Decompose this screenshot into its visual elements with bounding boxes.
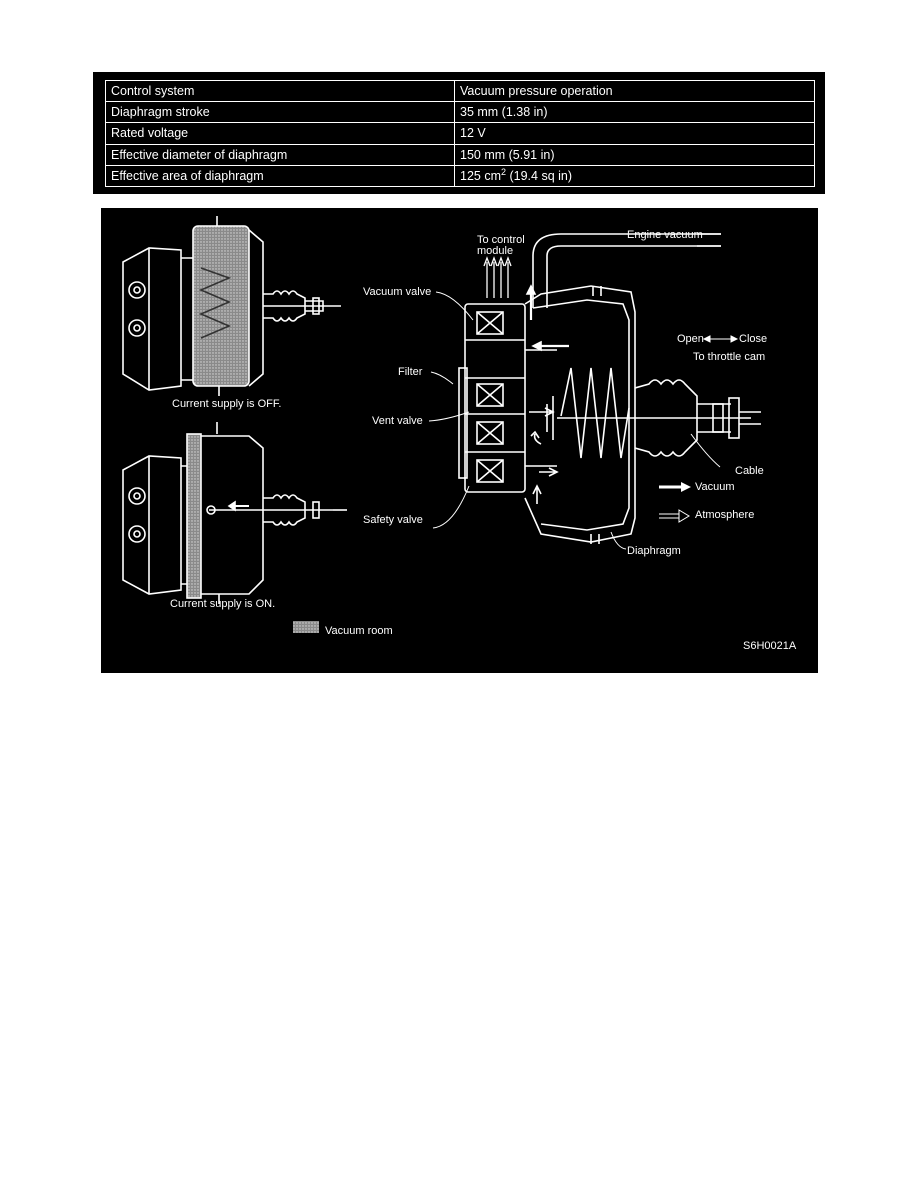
- spec-value-main: 125 cm: [460, 168, 501, 183]
- spec-label: Control system: [105, 79, 455, 103]
- label-atmosphere: Atmosphere: [695, 509, 755, 521]
- label-to-throttle-cam: To throttle cam: [693, 351, 766, 363]
- spec-table: Control system Vacuum pressure operation…: [105, 79, 815, 188]
- label-to-control-module-1: To control: [477, 234, 525, 246]
- spec-label: Rated voltage: [105, 122, 455, 145]
- caption-current-on: Current supply is ON.: [170, 598, 276, 610]
- spec-table-panel: Control system Vacuum pressure operation…: [93, 72, 825, 194]
- label-vent-valve: Vent valve: [372, 415, 423, 427]
- spec-label: Effective diameter of diaphragm: [105, 143, 455, 166]
- label-vacuum-valve: Vacuum valve: [363, 286, 432, 298]
- label-engine-vacuum: Engine vacuum: [627, 229, 703, 241]
- spec-value: 125 cm2 (19.4 sq in): [454, 164, 815, 188]
- spec-value: 150 mm (5.91 in): [454, 143, 815, 166]
- label-vacuum: Vacuum: [695, 481, 735, 493]
- caption-current-off: Current supply is OFF.: [172, 398, 282, 410]
- label-diaphragm: Diaphragm: [627, 545, 681, 557]
- label-cable: Cable: [735, 465, 764, 477]
- table-row: Control system Vacuum pressure operation: [105, 79, 815, 103]
- legend-vacuum-room: Vacuum room: [325, 625, 393, 637]
- figure-id: S6H0021A: [743, 640, 797, 652]
- spec-label: Effective area of diaphragm: [105, 164, 455, 188]
- actuator-on-drawing: [122, 422, 347, 604]
- main-actuator-drawing: [458, 233, 761, 544]
- label-open: Open: [677, 333, 704, 345]
- spec-value-tail: (19.4 sq in): [506, 168, 573, 183]
- spec-value: 35 mm (1.38 in): [454, 101, 815, 124]
- label-to-control-module-2: module: [477, 245, 514, 257]
- table-row: Rated voltage 12 V: [105, 122, 815, 145]
- legend-arrows: [659, 482, 691, 523]
- vacuum-room-swatch: [293, 621, 319, 633]
- leader-lines: [428, 291, 721, 550]
- actuator-figure: Current supply is OFF. Current supply is…: [101, 208, 818, 673]
- label-close: Close: [739, 333, 768, 345]
- actuator-diagram: [122, 216, 761, 633]
- table-row: Effective diameter of diaphragm 150 mm (…: [105, 143, 815, 166]
- spec-value-exponent: 2: [501, 166, 507, 177]
- spec-value: Vacuum pressure operation: [454, 79, 815, 103]
- spec-label: Diaphragm stroke: [105, 101, 455, 124]
- table-row: Effective area of diaphragm 125 cm2 (19.…: [105, 164, 815, 188]
- label-safety-valve: Safety valve: [363, 514, 423, 526]
- open-close-arrows: [702, 335, 739, 343]
- spec-value: 12 V: [454, 122, 815, 145]
- actuator-off-drawing: [122, 216, 341, 396]
- label-filter: Filter: [398, 366, 423, 378]
- table-row: Diaphragm stroke 35 mm (1.38 in): [105, 101, 815, 124]
